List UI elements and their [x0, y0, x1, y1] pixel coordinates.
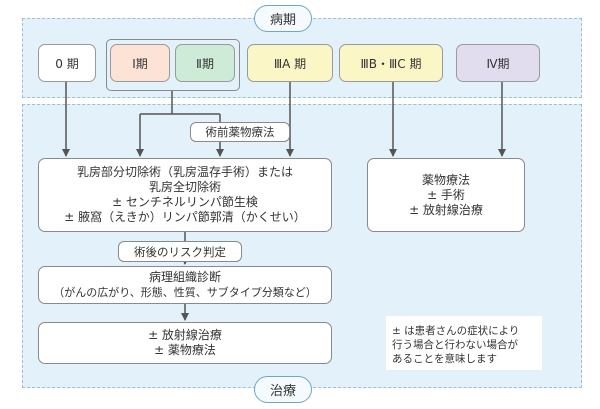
- preoperative-drug-label: 術前薬物療法: [190, 122, 290, 142]
- note-line-1: ± は患者さんの症状により: [392, 325, 520, 337]
- adjuvant-line-2: ± 薬物療法: [154, 343, 216, 357]
- pathology-line-1: 病理組織診断: [148, 270, 221, 284]
- stage-2: Ⅱ期: [175, 44, 235, 82]
- pathology-line-2: （がんの広がり、形態、性質、サブタイプ分類など）: [53, 286, 317, 299]
- stage-0: 0 期: [38, 44, 96, 82]
- surgery-line-1: 乳房部分切除術（乳房温存手術）または: [76, 165, 293, 179]
- note-line-2: 行う場合と行わない場合が: [392, 339, 518, 351]
- stage-1: Ⅰ期: [110, 44, 170, 82]
- surgery-line-3: ± センチネルリンパ節生検: [112, 195, 258, 209]
- drug-line-3: ± 放射線治療: [409, 202, 483, 217]
- postoperative-risk-label: 術後のリスク判定: [118, 241, 242, 262]
- surgery-line-4: ± 腋窩（えきか）リンパ節郭清（かくせい）: [64, 210, 306, 224]
- drug-line-2: ± 手術: [427, 187, 465, 202]
- drug-therapy-box: 薬物療法 ± 手術 ± 放射線治療: [367, 158, 525, 232]
- note-line-3: あることを意味します: [392, 353, 497, 365]
- stage-title: 病期: [254, 5, 312, 32]
- treatment-title: 治療: [254, 376, 312, 403]
- surgery-line-2: 乳房全切除術: [148, 180, 221, 194]
- surgery-box: 乳房部分切除術（乳房温存手術）または 乳房全切除術 ± センチネルリンパ節生検 …: [38, 158, 332, 232]
- drug-line-1: 薬物療法: [421, 172, 470, 187]
- pathology-box: 病理組織診断 （がんの広がり、形態、性質、サブタイプ分類など）: [38, 266, 332, 304]
- adjuvant-line-1: ± 放射線治療: [148, 328, 222, 342]
- stage-3bc: ⅢB・ⅢC 期: [339, 44, 443, 82]
- adjuvant-box: ± 放射線治療 ± 薬物療法: [38, 322, 332, 364]
- stage-4: Ⅳ期: [456, 44, 540, 82]
- stage-1-2-group: [106, 39, 240, 91]
- stage-3a: ⅢA 期: [247, 44, 333, 82]
- legend-note: ± は患者さんの症状により 行う場合と行わない場合が あることを意味します: [386, 316, 542, 370]
